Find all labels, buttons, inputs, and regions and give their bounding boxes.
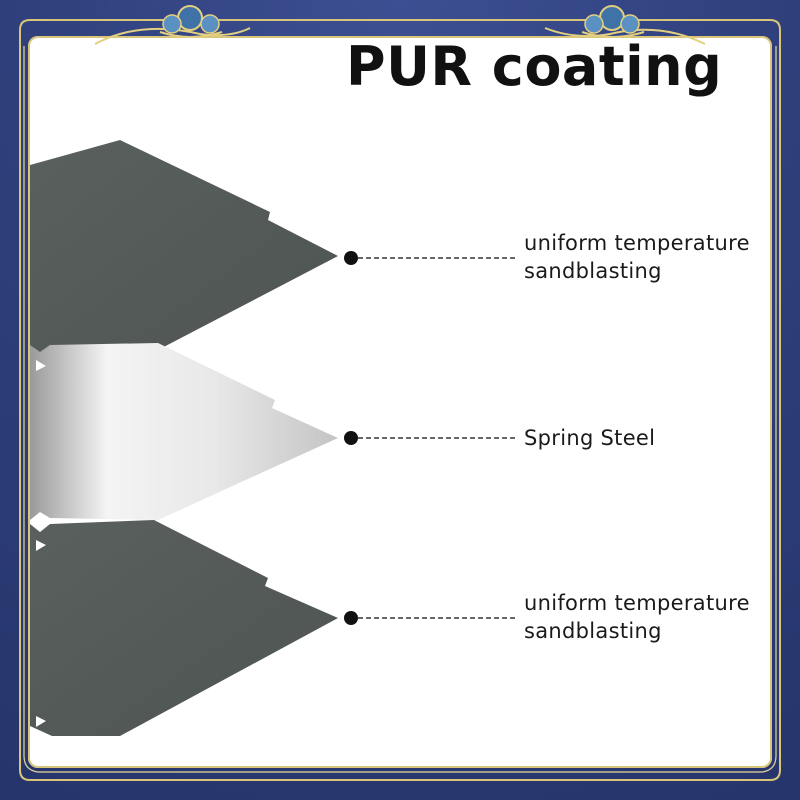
callout-label-bottom-line2: sandblasting [524,619,662,643]
callout-marker-3 [344,611,516,625]
bottom-coating-layer [30,520,338,736]
callout-label-middle: Spring Steel [524,424,655,452]
callout-label-bottom: uniform temperature sandblasting [524,589,750,645]
callout-label-top-line1: uniform temperature [524,231,750,255]
callout-label-top: uniform temperature sandblasting [524,229,750,285]
callout-label-bottom-line1: uniform temperature [524,591,750,615]
page-title: PUR coating [346,35,723,98]
top-coating-layer [30,140,338,375]
callout-marker-1 [344,251,516,265]
callout-marker-2 [344,431,516,445]
callout-label-top-line2: sandblasting [524,259,662,283]
spring-steel-layer [30,343,338,520]
callout-label-middle-line1: Spring Steel [524,426,656,450]
